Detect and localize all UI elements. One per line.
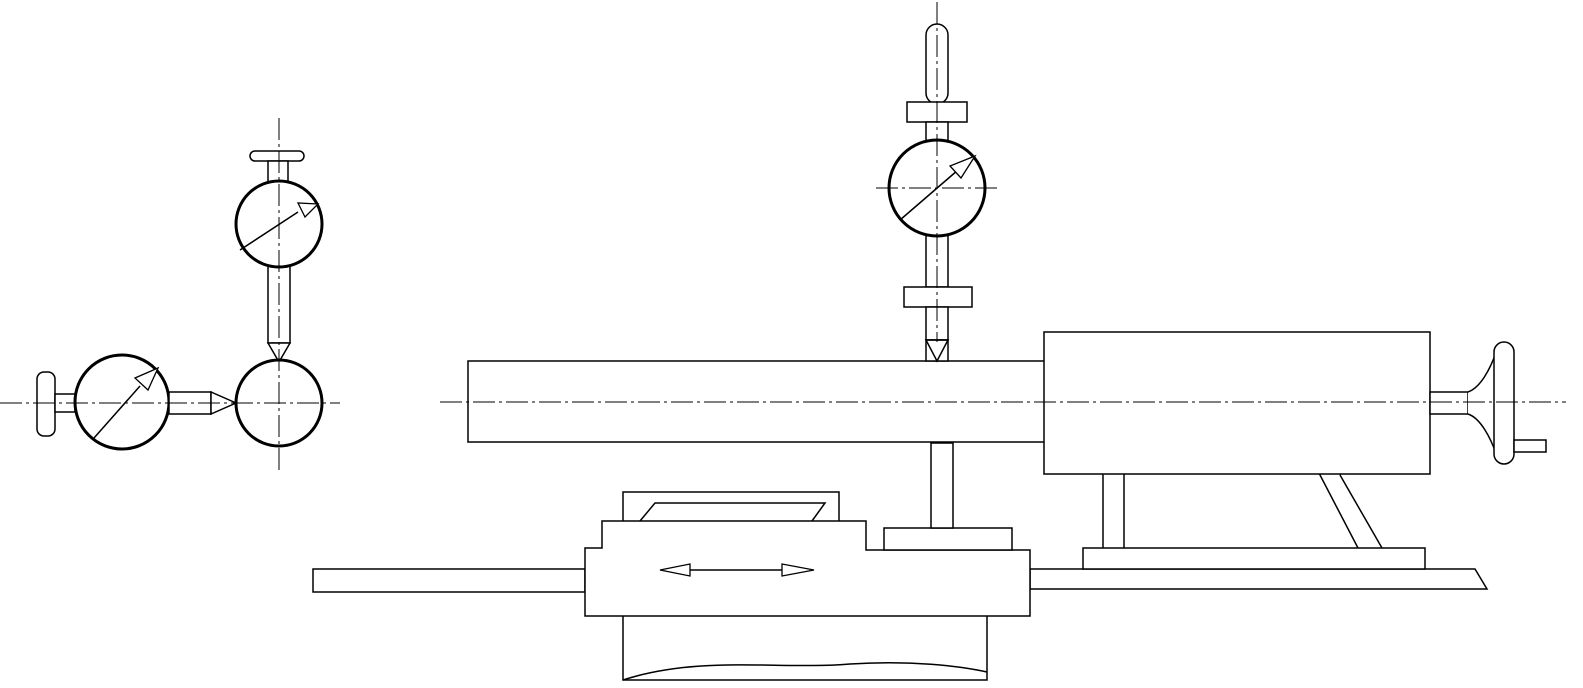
carriage (584, 442, 1031, 681)
cross-slide-top (622, 491, 840, 521)
side-indicator-knob (36, 371, 56, 437)
side-dial-needle-arrow (133, 366, 160, 392)
side-view (312, 2, 1566, 681)
carriage-arrow-right (781, 563, 815, 577)
bed-rail-left (312, 568, 586, 593)
tailstock-leg-rear (1311, 462, 1383, 549)
upper-indicator-tip-holder (925, 339, 949, 362)
tailstock-leg-front (1094, 462, 1133, 548)
side-dial-needle (93, 385, 141, 439)
indicator-base-block (883, 527, 1013, 551)
upper-dial-needle-arrow (948, 154, 977, 180)
dovetail-slide (639, 502, 827, 522)
top-dial-needle (239, 211, 299, 251)
handwheel-rim (1493, 341, 1515, 465)
bed-rail-right (1029, 568, 1489, 590)
indicator-post (930, 442, 954, 529)
tailstock-base (1082, 547, 1426, 570)
top-dial-needle-arrow (296, 202, 320, 219)
carriage-arrow-left (659, 563, 691, 577)
side-dial-indicator (36, 353, 238, 451)
top-indicator-cap (249, 150, 305, 162)
handwheel-handle (1513, 439, 1547, 453)
upper-dial-needle (899, 169, 959, 221)
carriage-lower-block (622, 616, 988, 681)
upper-clamp-bottom (903, 286, 973, 308)
handwheel-hub (1467, 349, 1498, 457)
cross-section-view (0, 118, 340, 470)
tailstock-quill (1429, 391, 1469, 415)
tailstock (1043, 331, 1547, 570)
carriage-break-line (622, 661, 988, 681)
tailstock-body (1043, 331, 1431, 475)
